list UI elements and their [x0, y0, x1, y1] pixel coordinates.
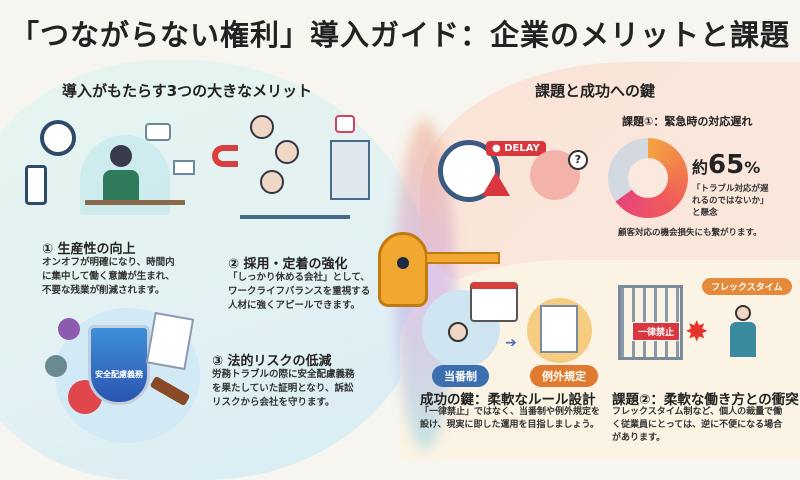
exception-badge: 例外規定	[530, 365, 598, 387]
delay-text: DELAY	[504, 143, 540, 154]
mail-icon	[173, 160, 195, 175]
busy-worker-body	[730, 322, 756, 357]
stat-unit: %	[744, 158, 761, 177]
candidate-icon	[250, 115, 274, 139]
virus-icon	[58, 318, 80, 340]
key-icon	[378, 232, 428, 307]
candidate-icon	[275, 140, 299, 164]
document-icon	[540, 305, 578, 353]
heart-icon	[335, 115, 355, 133]
stat-caption: 「トラブル対応が遅れるのではないか」と懸念	[692, 184, 769, 218]
clash-icon: ✸	[685, 315, 709, 348]
keyhole-icon	[397, 257, 409, 269]
page-title: 「つながらない権利」導入ガイド：企業のメリットと課題	[9, 18, 790, 52]
success-key-title: 成功の鍵：柔軟なルール設計	[420, 392, 596, 408]
donut-chart	[608, 138, 688, 218]
stat-value: 約65%	[692, 150, 760, 180]
issue-1-note: 顧客対応の機会損失にも繋がります。	[618, 228, 762, 238]
shield-label: 安全配慮義務	[95, 370, 143, 379]
delay-badge: ● DELAY	[486, 141, 546, 156]
stat-prefix: 約	[692, 158, 709, 177]
worker-icon	[110, 145, 132, 167]
shield-icon: 安全配慮義務	[88, 325, 150, 405]
issue-2-title: 課題②：柔軟な働き方との衝突	[612, 392, 799, 408]
office-building-icon	[330, 140, 370, 200]
desk-icon	[85, 200, 185, 205]
clock-icon	[40, 120, 76, 156]
stat-number: 65	[708, 150, 745, 180]
issue-1-title: 課題①：緊急時の対応遅れ	[622, 115, 753, 128]
challenges-heading: 課題と成功への鍵	[535, 82, 656, 100]
key-shaft	[425, 252, 500, 264]
merit-3-title: ③ 法的リスクの低減	[212, 354, 332, 369]
question-icon: ?	[568, 150, 588, 170]
blanket-ban-sign: 一律禁止	[632, 322, 681, 341]
issue-2-body: フレックスタイム制など、個人の裁量で働く従業員にとっては、逆に不便になる場合があ…	[612, 407, 783, 443]
success-key-body: 「一律禁止」ではなく、当番制や例外規定を設け、現実に即した運用を目指しましょう。	[420, 407, 601, 430]
magnet-icon	[212, 145, 238, 167]
duty-rotation-badge: 当番制	[432, 365, 489, 387]
phone-icon	[25, 165, 47, 205]
merit-1-title: ① 生産性の向上	[42, 242, 136, 257]
recruitment-illustration	[210, 110, 390, 240]
productivity-illustration	[25, 115, 200, 230]
worker-body	[103, 170, 139, 200]
merit-2-body: 「しっかり休める会社」として、ワークライフバランスを重視する人材に強くアピールで…	[228, 272, 371, 311]
virus-icon	[45, 355, 67, 377]
merit-3-body: 労務トラブルの際に安全配慮義務を果たしていた証明となり、訴訟リスクから会社を守り…	[212, 369, 355, 408]
chat-icon	[145, 123, 171, 141]
calendar-icon	[470, 282, 518, 322]
merit-2-title: ② 採用・定着の強化	[228, 257, 348, 272]
merit-1-body: オンオフが明確になり、時間内に集中して働く意識が生まれ、不要な残業が削減されます…	[42, 257, 175, 296]
busy-worker-icon	[735, 305, 751, 321]
donut-hole	[628, 158, 668, 198]
flextime-badge: フレックスタイム	[702, 278, 792, 295]
merits-heading: 導入がもたらす3つの大きなメリット	[62, 82, 313, 100]
arrow-icon: ➔	[505, 335, 517, 351]
warning-icon	[482, 172, 510, 196]
balance-scale-icon	[240, 215, 350, 219]
person-icon	[448, 322, 468, 342]
candidate-icon	[260, 170, 284, 194]
